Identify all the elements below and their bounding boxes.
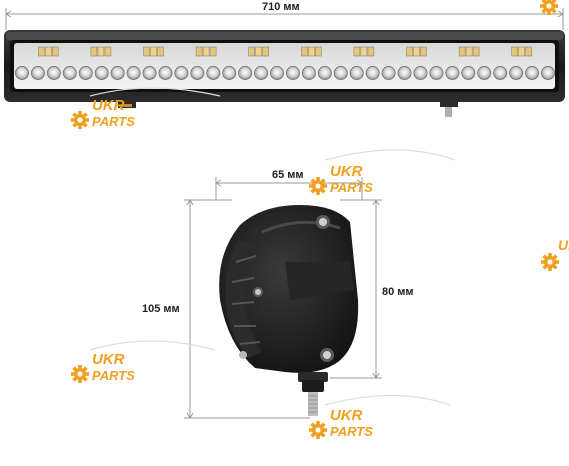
led-reflector <box>461 66 476 80</box>
svg-text:UKR: UKR <box>92 97 125 114</box>
watermark-gear-partial: UKR <box>540 0 569 271</box>
led-chip <box>367 46 375 57</box>
led-reflector <box>190 66 205 80</box>
led-reflector <box>477 66 492 80</box>
led-chip <box>150 46 157 57</box>
led-chip <box>248 46 255 57</box>
led-reflector <box>270 66 284 80</box>
led-reflector <box>333 66 348 80</box>
led-reflector <box>445 66 460 80</box>
svg-text:PARTS: PARTS <box>92 114 135 129</box>
watermark: UKR PARTS <box>71 87 221 129</box>
led-reflector <box>78 66 93 80</box>
led-reflector <box>222 66 237 80</box>
led-reflector <box>381 66 396 80</box>
svg-text:UKR: UKR <box>558 237 569 253</box>
led-reflector <box>254 66 269 80</box>
total-height-dimension <box>184 199 310 419</box>
led-chip <box>209 46 217 57</box>
led-reflector <box>15 66 29 80</box>
led-chip <box>360 46 368 57</box>
led-reflector <box>301 66 316 80</box>
led-reflector <box>541 66 555 80</box>
led-chip <box>472 46 480 57</box>
led-reflector <box>158 66 173 80</box>
bar-length-label: 710 мм <box>262 1 300 13</box>
svg-text:PARTS: PARTS <box>330 180 373 195</box>
led-chip <box>465 46 473 57</box>
led-chip <box>511 46 518 57</box>
led-chip <box>315 46 322 57</box>
led-row <box>15 46 555 80</box>
led-reflector <box>110 66 125 80</box>
side-width-label: 65 мм <box>272 169 304 181</box>
led-chip <box>45 46 52 57</box>
led-reflector <box>206 66 221 80</box>
led-reflector <box>30 66 45 80</box>
led-chip <box>420 46 427 57</box>
watermark: UKR PARTS <box>309 149 456 195</box>
led-chip <box>262 46 269 57</box>
led-chip <box>157 46 164 57</box>
led-chip <box>308 46 315 57</box>
svg-text:UKR: UKR <box>92 351 125 368</box>
led-reflector <box>413 66 428 80</box>
led-reflector <box>365 66 380 80</box>
side-height-dimension <box>330 199 382 379</box>
light-bar-side-view <box>219 205 359 416</box>
led-chip <box>38 46 45 57</box>
led-reflector <box>317 66 332 80</box>
led-reflector <box>174 66 189 80</box>
led-chip <box>413 46 420 57</box>
total-height-label: 105 мм <box>142 303 180 315</box>
led-reflector <box>126 66 141 80</box>
led-reflector <box>286 66 300 80</box>
led-reflector <box>142 66 157 80</box>
led-chip <box>301 46 308 57</box>
svg-text:PARTS: PARTS <box>92 368 135 383</box>
watermark: UKR PARTS <box>71 340 216 383</box>
led-reflector <box>62 66 77 80</box>
led-chip <box>458 46 466 57</box>
led-chip <box>406 46 413 57</box>
light-bar-front-view <box>4 30 565 117</box>
led-chip <box>353 46 361 57</box>
led-chip <box>104 46 112 57</box>
svg-text:UKR: UKR <box>330 407 363 424</box>
led-reflector <box>349 66 364 80</box>
led-reflector <box>94 66 109 80</box>
side-height-label: 80 мм <box>382 286 414 298</box>
led-chip <box>518 46 525 57</box>
led-chip <box>52 46 59 57</box>
led-chip <box>525 46 532 57</box>
led-reflector <box>46 66 61 80</box>
led-chip <box>195 46 203 57</box>
svg-text:PARTS: PARTS <box>330 424 373 439</box>
led-reflector <box>493 66 508 80</box>
led-reflector <box>238 66 253 80</box>
watermark: UKR PARTS <box>309 394 451 439</box>
led-reflector <box>429 66 444 80</box>
led-chip <box>202 46 210 57</box>
led-chip <box>143 46 150 57</box>
svg-text:UKR: UKR <box>330 163 363 180</box>
led-reflector <box>525 66 540 80</box>
led-reflector <box>509 66 524 80</box>
side-width-dimension <box>215 177 363 200</box>
led-chip <box>97 46 105 57</box>
led-chip <box>255 46 262 57</box>
led-reflector <box>397 66 412 80</box>
bar-length-dimension <box>5 8 564 30</box>
led-chip <box>90 46 98 57</box>
